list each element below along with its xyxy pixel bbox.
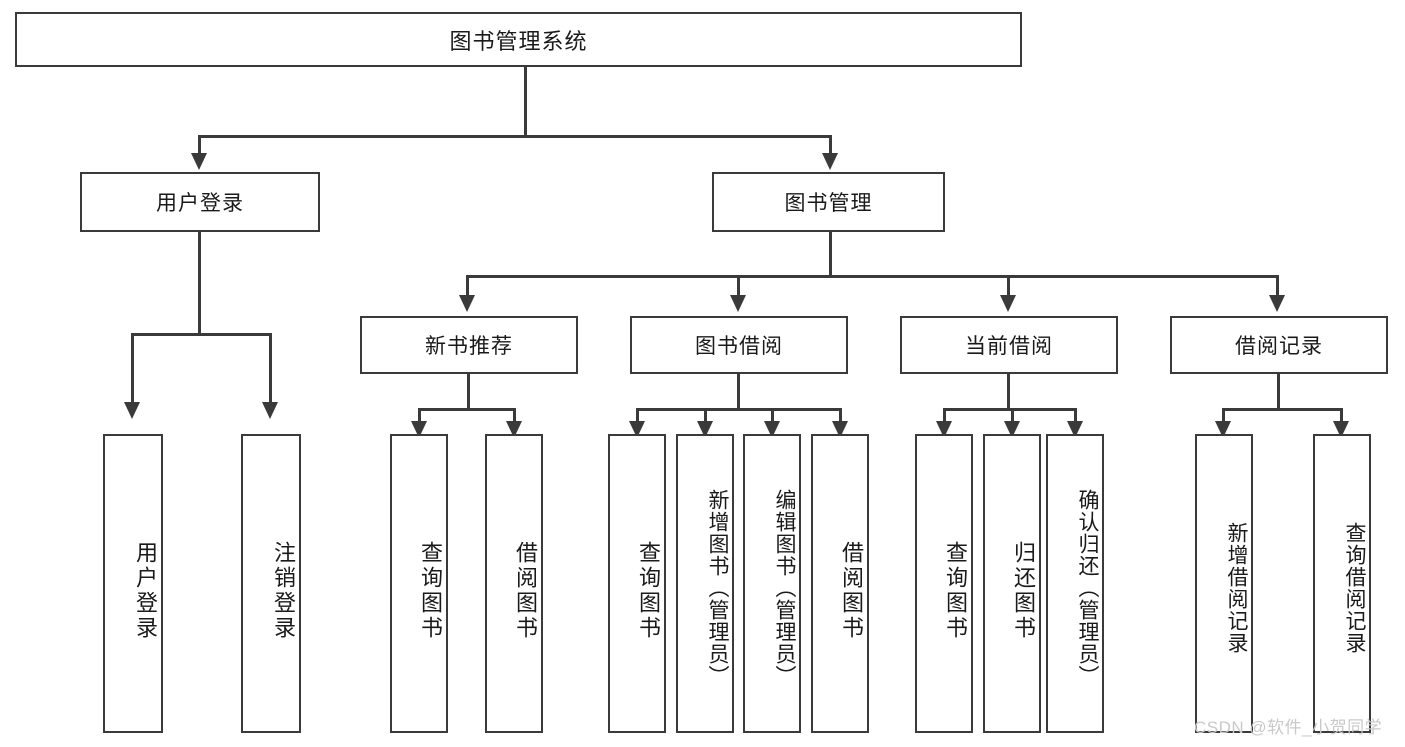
arrowhead-new-book-rec-to-leaf-1 xyxy=(411,421,427,438)
node-new-book-recommendation[interactable]: 新书推荐 xyxy=(360,316,578,374)
connector-book-borrow-to-leaf-4 xyxy=(839,408,842,426)
node-leaf-borrow-book[interactable]: 借阅图书 xyxy=(811,434,869,733)
arrowhead-book-borrow-to-leaf-2 xyxy=(697,421,713,438)
connector-book-mgmt-trunk xyxy=(829,232,832,277)
arrowhead-new-book-rec-to-leaf-2 xyxy=(506,421,522,438)
node-user-login[interactable]: 用户登录 xyxy=(80,172,320,232)
connector-user-login-trunk xyxy=(198,232,201,335)
arrowhead-book-borrow-to-leaf-3 xyxy=(764,421,780,438)
node-leaf-user-login[interactable]: 用户登录 xyxy=(103,434,163,733)
arrowhead-current-borrow-to-leaf-3 xyxy=(1067,421,1083,438)
connector-current-borrow-to-leaf-2 xyxy=(1011,408,1014,426)
connector-book-borrow-to-leaf-1 xyxy=(636,408,639,426)
connector-new-book-rec-bar xyxy=(418,408,516,411)
connector-current-borrow-bar xyxy=(943,408,1076,411)
arrowhead-book-mgmt-to-book-borrow xyxy=(730,295,746,312)
connector-borrow-record-trunk xyxy=(1277,374,1280,410)
node-current-borrowing[interactable]: 当前借阅 xyxy=(900,316,1118,374)
connector-book-mgmt-to-new-book-rec xyxy=(466,275,469,299)
node-leaf-query-book-new-rec[interactable]: 查询图书 xyxy=(390,434,448,733)
node-leaf-query-borrow-record[interactable]: 查询借阅记录 xyxy=(1313,434,1371,733)
connector-root-to-user-login xyxy=(198,135,201,157)
node-leaf-query-book-borrow[interactable]: 查询图书 xyxy=(608,434,666,733)
arrowhead-user-login-to-leaf-1 xyxy=(124,402,140,419)
node-leaf-query-book-current[interactable]: 查询图书 xyxy=(915,434,973,733)
arrowhead-book-borrow-to-leaf-1 xyxy=(629,421,645,438)
connector-current-borrow-to-leaf-3 xyxy=(1074,408,1077,426)
connector-user-login-bar xyxy=(131,333,271,336)
arrowhead-user-login-to-leaf-2 xyxy=(262,402,278,419)
arrowhead-current-borrow-to-leaf-1 xyxy=(936,421,952,438)
node-leaf-return-book[interactable]: 归还图书 xyxy=(983,434,1041,733)
connector-user-login-to-leaf-2 xyxy=(269,333,272,406)
node-book-management[interactable]: 图书管理 xyxy=(712,172,945,232)
connector-borrow-record-to-leaf-1 xyxy=(1222,408,1225,426)
connector-new-book-rec-to-leaf-1 xyxy=(418,408,421,426)
node-leaf-add-book-admin[interactable]: 新增图书（管理员） xyxy=(676,434,734,733)
connector-root-to-book-mgmt xyxy=(829,135,832,157)
connector-current-borrow-trunk xyxy=(1007,374,1010,410)
arrowhead-root-to-user-login xyxy=(191,153,207,170)
node-borrowing-record[interactable]: 借阅记录 xyxy=(1170,316,1388,374)
node-book-borrowing[interactable]: 图书借阅 xyxy=(630,316,848,374)
arrowhead-book-mgmt-to-new-book-rec xyxy=(459,295,475,312)
connector-current-borrow-to-leaf-1 xyxy=(943,408,946,426)
connector-book-mgmt-to-book-borrow xyxy=(737,275,740,299)
connector-borrow-record-to-leaf-2 xyxy=(1340,408,1343,426)
arrowhead-book-mgmt-to-borrow-record xyxy=(1269,295,1285,312)
connector-book-mgmt-to-current-borrow xyxy=(1007,275,1010,299)
connector-new-book-rec-to-leaf-2 xyxy=(513,408,516,426)
connector-book-mgmt-to-borrow-record xyxy=(1276,275,1279,299)
connector-new-book-rec-trunk xyxy=(467,374,470,410)
arrowhead-book-mgmt-to-current-borrow xyxy=(1000,295,1016,312)
arrowhead-borrow-record-to-leaf-1 xyxy=(1215,421,1231,438)
connector-book-borrow-trunk xyxy=(737,374,740,410)
arrowhead-book-borrow-to-leaf-4 xyxy=(832,421,848,438)
node-leaf-borrow-book-new-rec[interactable]: 借阅图书 xyxy=(485,434,543,733)
node-leaf-confirm-return-admin[interactable]: 确认归还（管理员） xyxy=(1046,434,1104,733)
node-leaf-add-borrow-record[interactable]: 新增借阅记录 xyxy=(1195,434,1253,733)
connector-borrow-record-bar xyxy=(1222,408,1340,411)
arrowhead-borrow-record-to-leaf-2 xyxy=(1333,421,1349,438)
connector-book-borrow-bar xyxy=(636,408,840,411)
arrowhead-root-to-book-mgmt xyxy=(822,153,838,170)
node-leaf-edit-book-admin[interactable]: 编辑图书（管理员） xyxy=(743,434,801,733)
connector-root-trunk xyxy=(524,67,527,137)
node-leaf-user-logout[interactable]: 注销登录 xyxy=(241,434,301,733)
connector-user-login-to-leaf-1 xyxy=(131,333,134,406)
connector-book-borrow-to-leaf-3 xyxy=(771,408,774,426)
connector-book-borrow-to-leaf-2 xyxy=(704,408,707,426)
connector-book-mgmt-bar xyxy=(466,275,1278,278)
node-root-book-management-system[interactable]: 图书管理系统 xyxy=(15,12,1022,67)
connector-root-bar xyxy=(198,135,832,138)
arrowhead-current-borrow-to-leaf-2 xyxy=(1004,421,1020,438)
